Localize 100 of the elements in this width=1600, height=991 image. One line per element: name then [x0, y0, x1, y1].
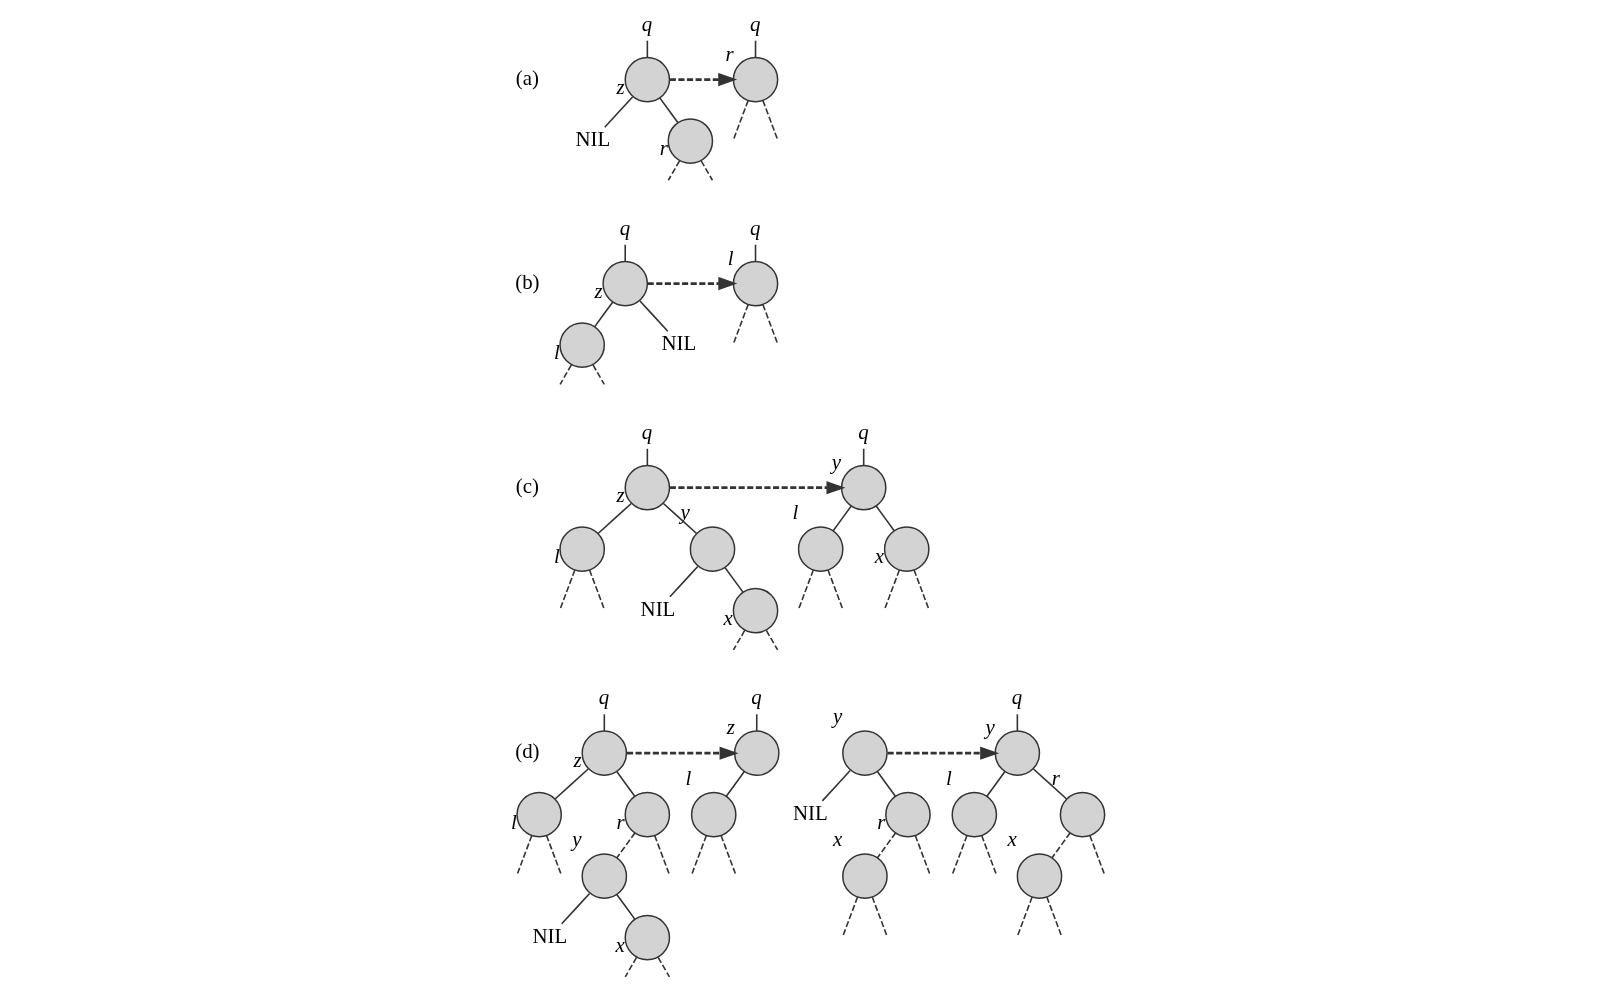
node-circle	[516, 791, 563, 838]
connector	[662, 502, 698, 535]
node-circle	[624, 914, 671, 961]
node-label: r	[1051, 765, 1060, 790]
node-circle	[602, 260, 649, 307]
node-circle	[732, 56, 779, 103]
node-text: NIL	[793, 800, 828, 825]
connector	[875, 505, 895, 532]
node-circle	[581, 730, 628, 777]
node-label: z	[616, 74, 625, 99]
node-label: r	[616, 809, 625, 834]
node-circle	[842, 730, 888, 777]
node-circle	[581, 853, 628, 899]
node-text: q	[598, 685, 610, 710]
label: (d)	[515, 739, 540, 764]
node-text: q	[641, 419, 653, 444]
connector	[876, 770, 897, 797]
node-label: l	[553, 544, 560, 569]
arrow	[669, 481, 846, 495]
connector	[913, 569, 930, 611]
connector	[1016, 896, 1033, 938]
connector	[653, 834, 671, 876]
node-label: x	[723, 605, 733, 630]
connector	[821, 769, 851, 802]
connector	[725, 770, 746, 797]
connector	[762, 99, 779, 141]
connector	[639, 300, 669, 333]
connector	[559, 364, 573, 386]
node-circle	[797, 526, 844, 572]
connector	[883, 569, 901, 611]
connector	[624, 243, 626, 263]
connector	[724, 566, 744, 593]
connector	[732, 99, 749, 141]
connector	[951, 834, 968, 876]
node-label: x	[1007, 827, 1017, 852]
node-text: q	[749, 215, 761, 240]
connector	[986, 770, 1006, 797]
connector	[560, 892, 591, 925]
label: (b)	[515, 269, 540, 294]
node-circle	[994, 730, 1041, 777]
node-text: q	[641, 11, 653, 36]
connector	[871, 896, 888, 938]
connector	[862, 447, 865, 467]
node-label: l	[510, 809, 517, 834]
node-circle	[840, 464, 887, 511]
arrow	[647, 277, 738, 291]
connector	[669, 565, 699, 598]
node-circle	[1059, 791, 1106, 838]
connector	[615, 893, 636, 920]
node-circle	[624, 464, 671, 511]
node-circle	[624, 56, 671, 103]
connector	[667, 160, 681, 182]
connector	[765, 629, 779, 651]
connector	[545, 834, 563, 876]
connector	[732, 629, 746, 651]
arrow	[887, 746, 1000, 760]
connector	[762, 303, 779, 345]
connector	[720, 834, 737, 876]
node-circle	[690, 791, 737, 838]
node-label: r	[877, 809, 886, 834]
connector	[700, 160, 714, 182]
node-label: y	[985, 715, 995, 740]
connector	[1051, 832, 1071, 859]
connector	[588, 569, 606, 611]
node-circle	[883, 526, 930, 572]
arrow	[626, 746, 739, 760]
node-label: r	[725, 41, 734, 66]
node-label: x	[832, 827, 843, 852]
connector	[559, 569, 576, 611]
node-circle	[732, 587, 779, 634]
connector	[657, 956, 671, 978]
connector	[755, 713, 758, 732]
node-text: NIL	[661, 331, 697, 356]
node-label: y	[831, 449, 842, 474]
node-text: q	[858, 419, 869, 444]
connector	[603, 96, 634, 129]
arrow	[669, 72, 738, 87]
connector	[832, 505, 853, 532]
node-label: l	[792, 500, 799, 525]
connector	[797, 569, 815, 611]
connector	[593, 301, 614, 328]
connector	[597, 502, 633, 535]
node-label: z	[616, 482, 625, 507]
connector	[980, 834, 998, 876]
connector	[516, 834, 533, 876]
connector	[914, 834, 931, 876]
node-label: x	[874, 544, 885, 569]
node-text: NIL	[640, 596, 676, 621]
node-circle	[624, 791, 671, 838]
connector	[592, 364, 606, 386]
node-label: l	[553, 340, 560, 365]
node-label: y	[572, 827, 582, 852]
node-label: l	[727, 245, 734, 270]
node-circle	[559, 322, 606, 368]
node-label: l	[685, 765, 692, 790]
connector	[1089, 834, 1106, 876]
label: (c)	[515, 473, 539, 498]
node-circle	[733, 730, 780, 777]
node-text: q	[619, 215, 631, 240]
connector	[616, 832, 636, 859]
